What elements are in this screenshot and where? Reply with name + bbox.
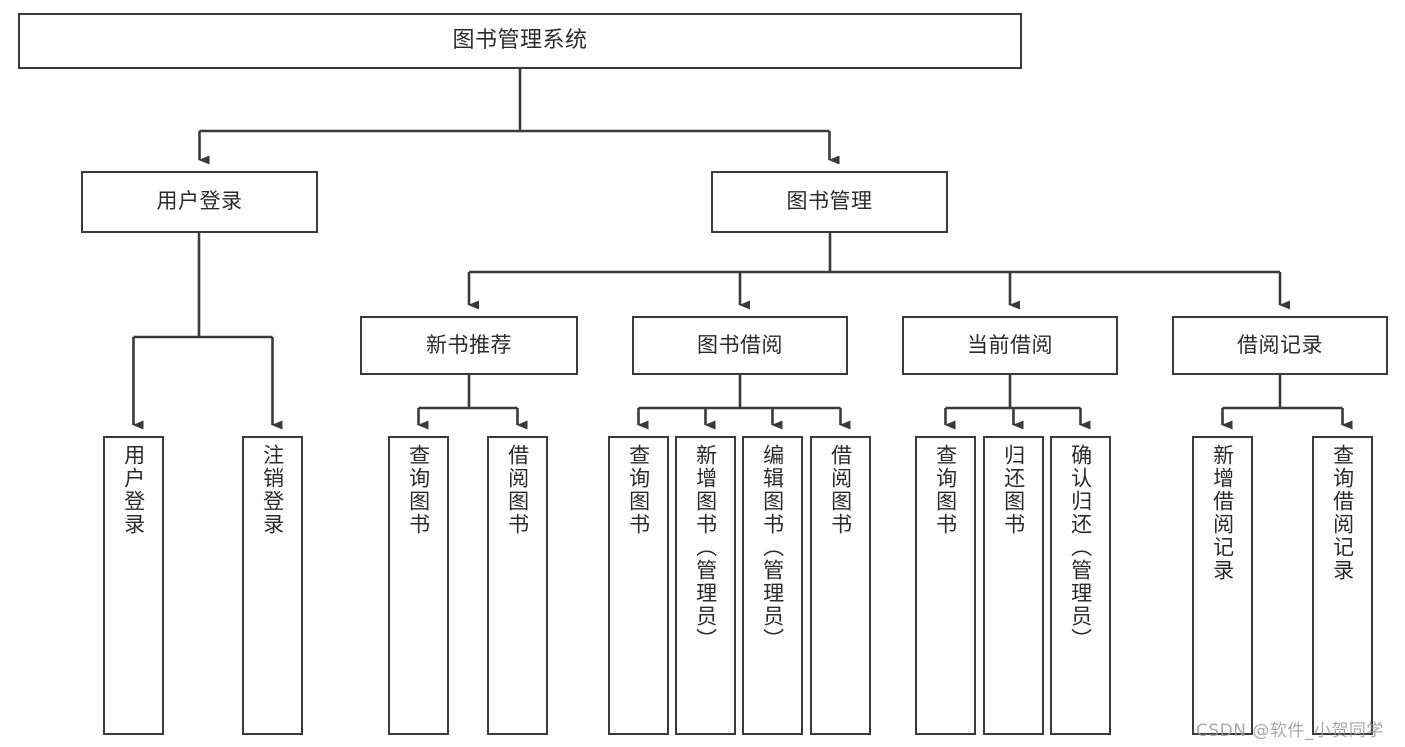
node-label: 查询图书 (406, 444, 431, 536)
node-label: 新增借阅记录 (1210, 444, 1235, 582)
node-label: 图书管理系统 (452, 27, 588, 53)
node-label: 确认归还（管理员） (1068, 444, 1093, 651)
node-label: 图书借阅 (697, 332, 783, 357)
node-current-borrow[interactable]: 当前借阅 (902, 316, 1118, 375)
watermark-text: CSDN @软件_小贺同学 (1196, 721, 1384, 741)
node-root-root[interactable]: 图书管理系统 (18, 13, 1022, 69)
node-borrow-record[interactable]: 借阅记录 (1172, 316, 1388, 375)
node-label: 查询图书 (626, 444, 651, 536)
node-leaf-borrow-book[interactable]: 借阅图书 (810, 436, 871, 735)
node-label: 借阅记录 (1237, 332, 1323, 357)
node-leaf-query-book-borrow[interactable]: 查询图书 (608, 436, 669, 735)
node-label: 图书管理 (786, 189, 873, 214)
node-label: 用户登录 (156, 189, 243, 214)
node-label: 借阅图书 (505, 444, 530, 536)
node-label: 新书推荐 (426, 332, 512, 357)
node-leaf-confirm-return-admin[interactable]: 确认归还（管理员） (1050, 436, 1111, 735)
node-book-manage[interactable]: 图书管理 (711, 171, 948, 233)
node-user-login[interactable]: 用户登录 (81, 171, 318, 233)
node-leaf-edit-book-admin[interactable]: 编辑图书（管理员） (742, 436, 803, 735)
node-leaf-query-book-recommend[interactable]: 查询图书 (388, 436, 449, 735)
node-book-borrow[interactable]: 图书借阅 (632, 316, 848, 375)
node-leaf-borrow-book-recommend[interactable]: 借阅图书 (487, 436, 548, 735)
node-label: 借阅图书 (828, 444, 853, 536)
node-leaf-query-borrow-record[interactable]: 查询借阅记录 (1312, 436, 1373, 735)
node-label: 注销登录 (260, 444, 285, 536)
node-label: 当前借阅 (967, 332, 1053, 357)
node-label: 查询图书 (933, 444, 958, 536)
node-leaf-add-book-admin[interactable]: 新增图书（管理员） (675, 436, 736, 735)
node-label: 新增图书（管理员） (693, 444, 718, 651)
node-leaf-logout[interactable]: 注销登录 (242, 436, 303, 735)
node-label: 查询借阅记录 (1330, 444, 1355, 582)
node-leaf-return-book[interactable]: 归还图书 (983, 436, 1044, 735)
node-label: 归还图书 (1001, 444, 1026, 536)
node-label: 用户登录 (121, 444, 146, 536)
node-new-book-recommend[interactable]: 新书推荐 (360, 316, 578, 375)
node-leaf-query-book-current[interactable]: 查询图书 (915, 436, 976, 735)
node-leaf-user-login[interactable]: 用户登录 (103, 436, 164, 735)
node-label: 编辑图书（管理员） (760, 444, 785, 651)
node-leaf-add-borrow-record[interactable]: 新增借阅记录 (1192, 436, 1253, 735)
